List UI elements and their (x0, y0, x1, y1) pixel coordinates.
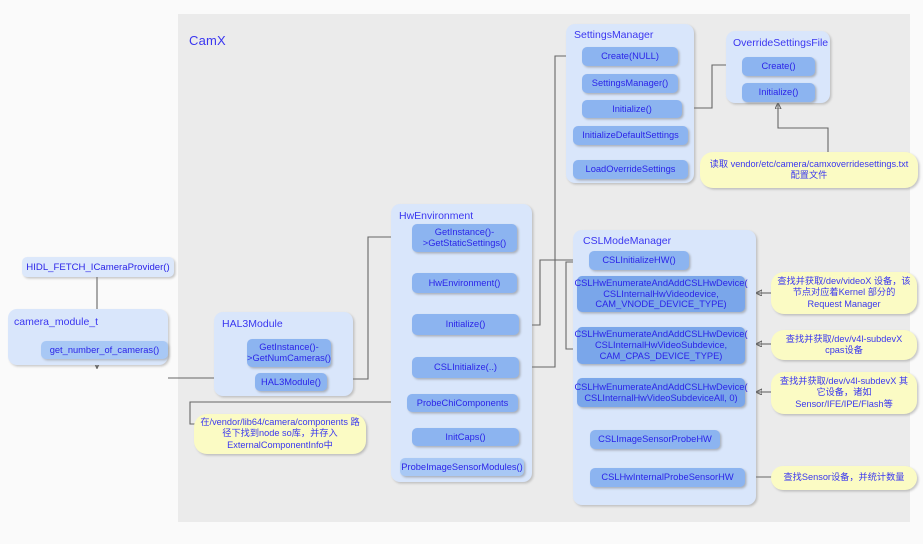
group-camera-module-t-title: camera_module_t (14, 316, 99, 328)
node-hal3module-ctor[interactable]: HAL3Module() (255, 373, 327, 391)
node-override-create[interactable]: Create() (742, 57, 815, 76)
node-cslhwinternalprobesensorhw[interactable]: CSLHwInternalProbeSensorHW (590, 468, 745, 487)
note-sensor-count: 查找Sensor设备，并统计数量 (771, 466, 917, 490)
node-cslimagesensorprobehw[interactable]: CSLImageSensorProbeHW (590, 430, 720, 449)
camx-title: CamX (189, 33, 226, 48)
node-loadoverridesettings[interactable]: LoadOverrideSettings (573, 160, 688, 179)
note-subdev-other-devices: 查找并获取/dev/v4l-subdevX 其它设备，诸如 Sensor/IFE… (771, 372, 917, 414)
node-hwenv-getinstance-getstaticsettings[interactable]: GetInstance()->GetStaticSettings() (412, 224, 517, 252)
node-hidl-fetch[interactable]: HIDL_FETCH_ICameraProvider() (22, 257, 174, 277)
node-get-number-of-cameras[interactable]: get_number_of_cameras() (41, 341, 168, 359)
node-csl-enumerate-videosubdevice-all[interactable]: CSLHwEnumerateAndAddCSLHwDevice( CSLInte… (574, 378, 748, 407)
node-settingsmanager-ctor[interactable]: SettingsManager() (582, 74, 678, 93)
group-settingsmanager-title: SettingsManager (574, 29, 654, 41)
node-override-initialize[interactable]: Initialize() (742, 83, 815, 102)
note-override-settings-file: 读取 vendor/etc/camera/camxoverridesetting… (700, 152, 918, 188)
node-hal3-getinstance-getnumcameras[interactable]: GetInstance()->GetNumCameras() (247, 339, 331, 367)
node-hwenv-initialize[interactable]: Initialize() (412, 314, 519, 335)
note-videox-device: 查找并获取/dev/videoX 设备，该节点对应着Kernel 部分的 Req… (771, 272, 917, 314)
node-cslinitializehw[interactable]: CSLInitializeHW() (589, 251, 689, 270)
group-hal3module-title: HAL3Module (222, 318, 283, 330)
node-initcaps[interactable]: InitCaps() (412, 428, 519, 446)
note-chi-components: 在/vendor/lib64/camera/components 路径下找到no… (194, 414, 366, 454)
group-hwenvironment-title: HwEnvironment (399, 210, 474, 222)
node-probechicomponents[interactable]: ProbeChiComponents (407, 394, 518, 412)
group-overridesettingsfile-title: OverrideSettingsFile (733, 37, 829, 49)
node-csl-enumerate-videosubdevice-cpas[interactable]: CSLHwEnumerateAndAddCSLHwDevice( CSLInte… (574, 327, 748, 364)
node-settings-initialize[interactable]: Initialize() (582, 100, 682, 118)
node-initializedefaultsettings[interactable]: InitializeDefaultSettings (573, 126, 688, 145)
node-hwenvironment-ctor[interactable]: HwEnvironment() (412, 273, 517, 293)
group-cslmodemanager (573, 230, 756, 505)
node-csl-enumerate-videodevice[interactable]: CSLHwEnumerateAndAddCSLHwDevice( CSLInte… (574, 276, 748, 312)
group-cslmodemanager-title: CSLModeManager (583, 235, 672, 247)
node-hwenv-cslinitialize[interactable]: CSLInitialize(..) (412, 357, 519, 378)
node-probeimagesensormodules[interactable]: ProbeImageSensorModules() (400, 458, 524, 476)
node-settings-create-null[interactable]: Create(NULL) (582, 47, 678, 66)
note-cpas-device: 查找并获取/dev/v4l-subdevX cpas设备 (771, 330, 917, 360)
